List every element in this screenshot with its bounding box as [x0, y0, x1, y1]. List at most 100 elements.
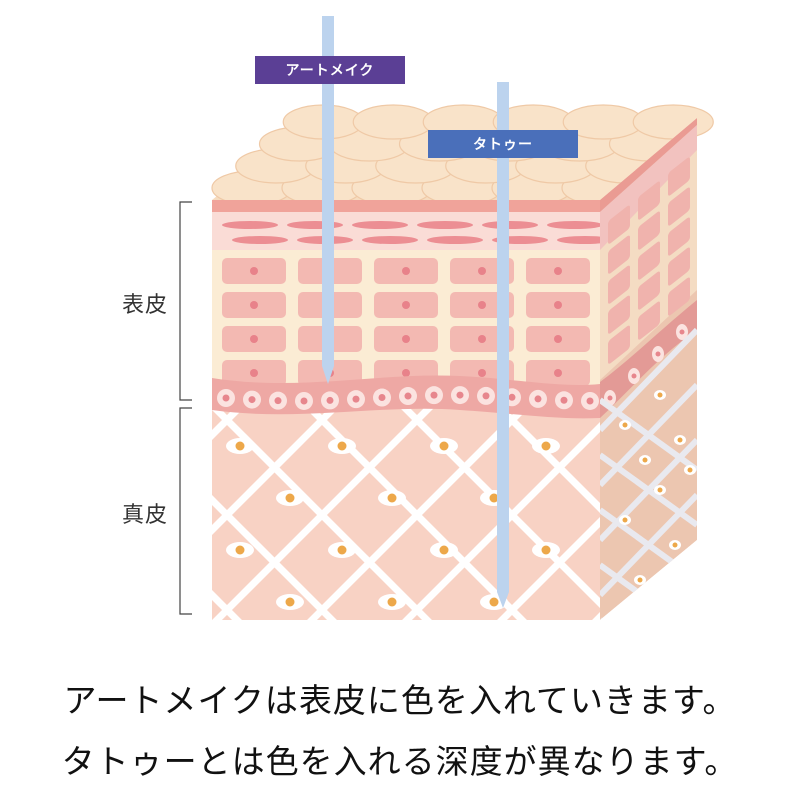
dermal-nucleus — [235, 545, 245, 555]
tattoo-tag: タトゥー — [428, 130, 578, 158]
basal-nucleus — [508, 393, 516, 401]
collagen-fiber — [0, 405, 52, 625]
epidermis-nucleus — [402, 369, 410, 377]
side-basal-nucleus — [631, 373, 637, 379]
epidermis-nucleus — [250, 335, 258, 343]
dermal-nucleus — [439, 441, 449, 451]
side-epidermis-cell — [668, 157, 690, 196]
basal-nucleus — [430, 391, 438, 399]
basal-nucleus — [378, 394, 386, 402]
basal-nucleus — [482, 392, 490, 400]
side-dermal-nucleus — [642, 457, 648, 463]
flat-cell — [557, 236, 600, 244]
epidermis-nucleus — [402, 267, 410, 275]
stratum-lucidum — [212, 212, 600, 250]
epidermis-nucleus — [554, 369, 562, 377]
side-dermal-nucleus — [637, 577, 643, 583]
flat-cell — [362, 236, 418, 244]
dermal-nucleus — [285, 597, 295, 607]
epidermis-nucleus — [478, 267, 486, 275]
side-basal-nucleus — [607, 395, 613, 401]
art-makeup-needle — [322, 16, 334, 384]
side-epidermis-cell — [608, 235, 630, 274]
side-dermal-nucleus — [687, 467, 693, 473]
side-epidermis-cell — [668, 187, 690, 226]
side-epidermis-cell — [638, 301, 660, 340]
stratum-corneum — [212, 200, 600, 212]
dermal-nucleus — [235, 441, 245, 451]
basal-nucleus — [404, 392, 412, 400]
side-epidermis-cell — [638, 271, 660, 310]
flat-cell — [232, 236, 288, 244]
dermal-nucleus — [387, 493, 397, 503]
side-dermal-nucleus — [622, 517, 628, 523]
epidermis-nucleus — [402, 301, 410, 309]
basal-nucleus — [352, 395, 360, 403]
surface-bump — [632, 104, 714, 140]
collagen-fiber — [687, 405, 800, 625]
epidermis-nucleus — [478, 301, 486, 309]
side-epidermis-cell — [638, 181, 660, 220]
flat-cell — [547, 221, 600, 229]
side-epidermis-cell — [638, 241, 660, 280]
epidermis-nucleus — [478, 335, 486, 343]
collagen-fiber — [687, 405, 800, 625]
basal-nucleus — [586, 397, 594, 405]
epidermis-nucleus — [250, 267, 258, 275]
side-dermal-nucleus — [657, 392, 663, 398]
dermis-label: 真皮 — [122, 503, 169, 528]
collagen-fiber — [307, 405, 530, 620]
collagen-fiber — [212, 405, 340, 535]
epidermis-nucleus — [250, 301, 258, 309]
epidermis-nucleus — [554, 301, 562, 309]
basal-nucleus — [534, 395, 542, 403]
flat-cell — [427, 236, 483, 244]
epidermis-nucleus — [554, 335, 562, 343]
basal-nucleus — [248, 396, 256, 404]
basal-nucleus — [456, 391, 464, 399]
dermis-bracket — [179, 407, 192, 615]
surface-bump — [352, 104, 434, 140]
side-epidermis-cell — [608, 325, 630, 364]
basal-nucleus — [274, 397, 282, 405]
epidermis-bracket — [179, 201, 192, 401]
side-epidermis-cell — [668, 247, 690, 286]
art-makeup-tag: アートメイク — [255, 56, 405, 84]
collagen-fiber — [402, 422, 600, 620]
collagen-fiber — [494, 405, 600, 513]
epidermis-nucleus — [554, 267, 562, 275]
side-epidermis-cell — [608, 265, 630, 304]
flat-cell — [222, 221, 278, 229]
side-epidermis-cell — [638, 211, 660, 250]
collagen-fiber — [0, 405, 52, 625]
epidermis-label: 表皮 — [122, 293, 169, 318]
side-dermal-nucleus — [672, 542, 678, 548]
side-epidermis-cell — [668, 277, 690, 316]
dermal-nucleus — [541, 545, 551, 555]
collagen-fiber — [497, 517, 600, 620]
caption-line-1: アートメイクは表皮に色を入れていきます。 — [63, 681, 737, 720]
epidermis-nucleus — [402, 335, 410, 343]
dermal-nucleus — [285, 493, 295, 503]
flat-cell — [352, 221, 408, 229]
basal-nucleus — [222, 394, 230, 402]
caption-line-2: タトゥーとは色を入れる深度が異なります。 — [61, 742, 739, 781]
tattoo-needle — [497, 82, 509, 608]
collagen-fiber — [212, 405, 435, 620]
dermal-nucleus — [489, 597, 499, 607]
side-dermal-nucleus — [622, 422, 628, 428]
dermal-nucleus — [541, 441, 551, 451]
flat-cell — [287, 221, 343, 229]
flat-cell — [417, 221, 473, 229]
side-basal-nucleus — [655, 351, 661, 357]
side-epidermis-cell — [608, 205, 630, 244]
epidermis-nucleus — [478, 369, 486, 377]
dermal-nucleus — [337, 545, 347, 555]
basal-nucleus — [560, 396, 568, 404]
basal-nucleus — [300, 397, 308, 405]
dermal-nucleus — [387, 597, 397, 607]
side-basal-nucleus — [679, 329, 685, 335]
side-epidermis-cell — [668, 217, 690, 256]
dermal-nucleus — [439, 545, 449, 555]
